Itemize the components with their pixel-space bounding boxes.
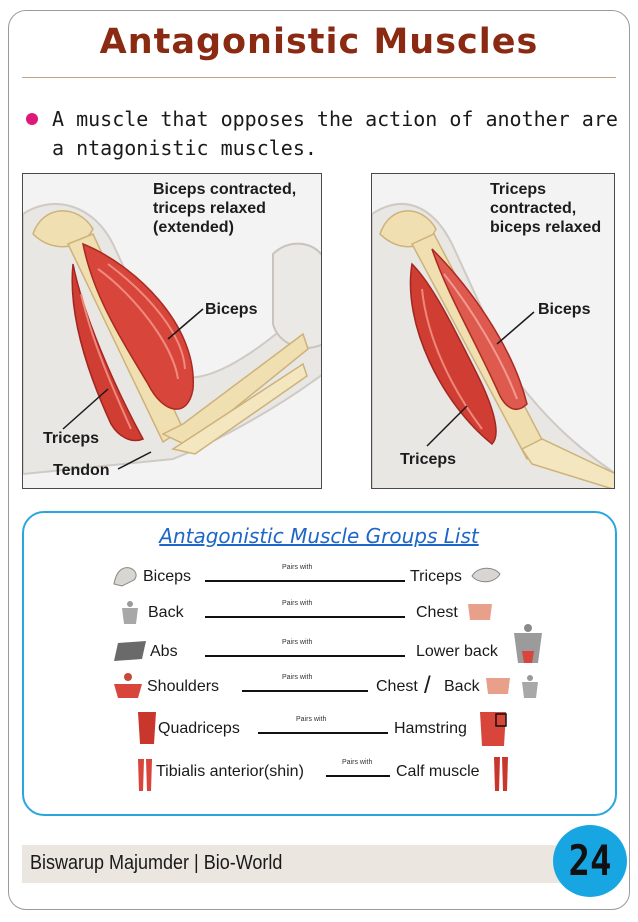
pair-connector: [205, 580, 405, 582]
triceps-icon: [471, 567, 501, 583]
hamstring-icon: [480, 712, 507, 746]
lower-back-icon: [514, 624, 542, 663]
title-divider: [22, 77, 616, 78]
arm-flexed-illustration: [23, 203, 321, 476]
pair-left-label: Back: [148, 604, 184, 621]
pair-row-quadriceps-hamstring: Quadriceps Pairs with Hamstring: [0, 712, 638, 750]
pair-connector: [242, 690, 368, 692]
caption-triceps-contracted: Triceps contracted, biceps relaxed: [490, 181, 602, 236]
definition-text: A muscle that opposes the action of anot…: [52, 107, 618, 160]
label-triceps: Triceps: [43, 430, 100, 447]
pair-right-label: Calf muscle: [396, 763, 480, 780]
muscle-groups-panel: [22, 511, 617, 816]
pair-left-label: Biceps: [143, 568, 192, 585]
biceps-icon: [113, 567, 137, 587]
pair-right-label-back: Back: [444, 678, 480, 695]
pairs-with-label: Pairs with: [282, 600, 313, 607]
page-number-badge: [553, 825, 627, 897]
back-muscle-icon: [122, 601, 138, 624]
pair-right-label: Chest: [416, 604, 458, 621]
pair-right-label: Lower back: [416, 643, 498, 660]
abs-icon: [114, 641, 146, 661]
chest-muscle-icon: [468, 604, 492, 620]
pairs-with-label: Pairs with: [282, 674, 313, 681]
chest-muscle-icon: [486, 678, 510, 694]
quadriceps-icon: [138, 712, 156, 744]
pair-connector: [326, 775, 390, 777]
pair-right-label: Hamstring: [394, 720, 467, 737]
pairs-with-label: Pairs with: [342, 759, 373, 766]
bullet-dot-icon: [26, 113, 38, 125]
pair-row-abs-lowerback: Abs Pairs with Lower back: [0, 624, 638, 673]
pair-right-label-chest: Chest: [376, 678, 418, 695]
pair-left-label: Tibialis anterior(shin): [156, 763, 304, 780]
pair-slash: /: [424, 672, 431, 699]
footer-bar: [22, 845, 582, 883]
page-title: Antagonistic Muscles: [99, 22, 539, 62]
pairs-with-label: Pairs with: [282, 639, 313, 646]
pair-connector: [205, 616, 405, 618]
pairs-with-label: Pairs with: [296, 716, 327, 723]
figure-triceps-contracted: Triceps contracted, biceps relaxed Bicep…: [371, 173, 615, 489]
page-number: 24: [568, 836, 612, 885]
footer-author: Biswarup Majumder | Bio-World: [30, 852, 283, 874]
pair-left-label: Shoulders: [147, 678, 220, 695]
back-muscle-icon: [522, 675, 538, 698]
figure-biceps-contracted: Biceps contracted, triceps relaxed (exte…: [22, 173, 322, 489]
shoulders-icon: [114, 673, 142, 698]
arm-extended-illustration: [372, 203, 614, 488]
label-biceps-right: Biceps: [538, 301, 591, 318]
caption-biceps-contracted: Biceps contracted, triceps relaxed (exte…: [153, 181, 297, 236]
pair-connector: [258, 732, 388, 734]
pair-left-label: Abs: [150, 643, 178, 660]
pair-row-biceps-triceps: Biceps Pairs with Triceps: [0, 562, 638, 598]
calf-muscle-icon: [494, 757, 508, 791]
shin-icon: [138, 759, 152, 791]
pair-row-back-chest: Back Pairs with Chest: [0, 598, 638, 634]
pair-row-shoulders-chest-back: Shoulders Pairs with Chest / Back: [0, 672, 638, 708]
pair-left-label: Quadriceps: [158, 720, 240, 737]
muscle-groups-title: Antagonistic Muscle Groups List: [159, 524, 479, 548]
pairs-with-label: Pairs with: [282, 564, 313, 571]
pair-right-label: Triceps: [410, 568, 462, 585]
pair-row-tibialis-calf: Tibialis anterior(shin) Pairs with Calf …: [0, 757, 638, 793]
label-tendon: Tendon: [53, 462, 110, 479]
label-triceps-right: Triceps: [400, 451, 457, 468]
pair-connector: [205, 655, 405, 657]
label-biceps: Biceps: [205, 301, 258, 318]
